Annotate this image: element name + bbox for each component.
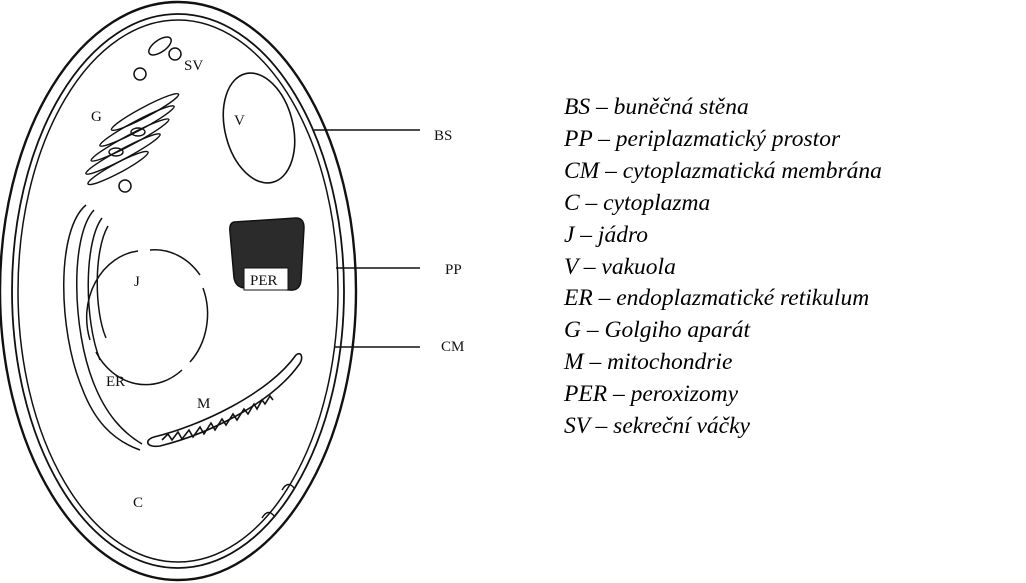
label-pp: PP — [445, 262, 462, 278]
label-cm: CM — [441, 339, 464, 355]
label-j: J — [134, 274, 140, 290]
label-m: M — [197, 396, 210, 412]
legend-item-m: M – mitochondrie — [564, 347, 882, 379]
label-sv: SV — [184, 58, 203, 74]
nucleus — [87, 250, 208, 385]
golgi-apparatus — [84, 90, 181, 189]
legend-item-cm: CM – cytoplazmatická membrána — [564, 156, 882, 188]
endoplasmic-reticulum — [64, 205, 142, 450]
legend-item-c: C – cytoplazma — [564, 188, 882, 220]
legend-item-sv: SV – sekreční váčky — [564, 411, 882, 443]
label-g: G — [91, 109, 102, 125]
label-bs: BS — [434, 128, 452, 144]
periplasm-boundary — [12, 14, 344, 568]
label-c: C — [133, 495, 143, 511]
label-v: V — [234, 113, 245, 129]
label-er: ER — [106, 374, 125, 390]
cell-wall-outline — [0, 2, 356, 580]
legend-item-j: J – jádro — [564, 220, 882, 252]
vacuole — [212, 65, 305, 190]
legend-item-bs: BS – buněčná stěna — [564, 92, 882, 124]
legend-item-er: ER – endoplazmatické retikulum — [564, 283, 882, 315]
label-per: PER — [250, 273, 278, 289]
mitochondrion — [148, 354, 302, 447]
legend-item-per: PER – peroxizomy — [564, 379, 882, 411]
legend-item-g: G – Golgiho aparát — [564, 315, 882, 347]
legend: BS – buněčná stěna PP – periplazmatický … — [564, 92, 882, 443]
legend-item-pp: PP – periplazmatický prostor — [564, 124, 882, 156]
legend-item-v: V – vakuola — [564, 252, 882, 284]
cytoplasmic-membrane — [18, 20, 338, 562]
